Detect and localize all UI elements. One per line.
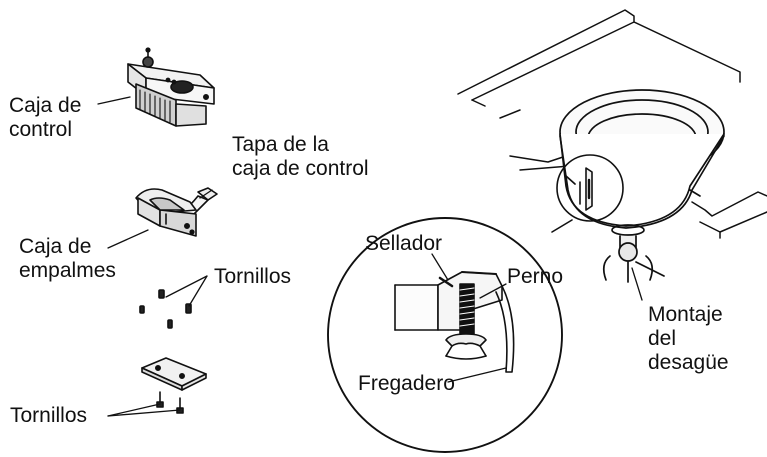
countertop: [457, 9, 767, 239]
detail-magnified-circle: [327, 217, 563, 453]
label-control-box: Caja de control: [9, 94, 82, 141]
sink-bowl: [559, 89, 725, 283]
label-junction-box: Caja de empalmes: [19, 235, 116, 282]
leader-lines-left: [97, 96, 213, 417]
leader-lines-right: [431, 253, 643, 383]
label-screws-1: Tornillos: [214, 265, 292, 288]
junction-box-part: [135, 188, 197, 237]
control-box-part: [127, 47, 215, 127]
label-sealant: Sellador: [365, 232, 443, 255]
label-drain-assembly: Montaje del desagüe: [648, 303, 729, 374]
mounting-plate-part: [141, 357, 207, 414]
detail-callout-small-circle: [551, 154, 624, 233]
label-bolt: Perno: [507, 265, 564, 288]
screws-set-1: [139, 289, 192, 329]
label-sink: Fregadero: [358, 372, 455, 395]
label-control-box-lid: Tapa de la caja de control: [232, 133, 369, 180]
label-screws-2: Tornillos: [10, 404, 88, 427]
